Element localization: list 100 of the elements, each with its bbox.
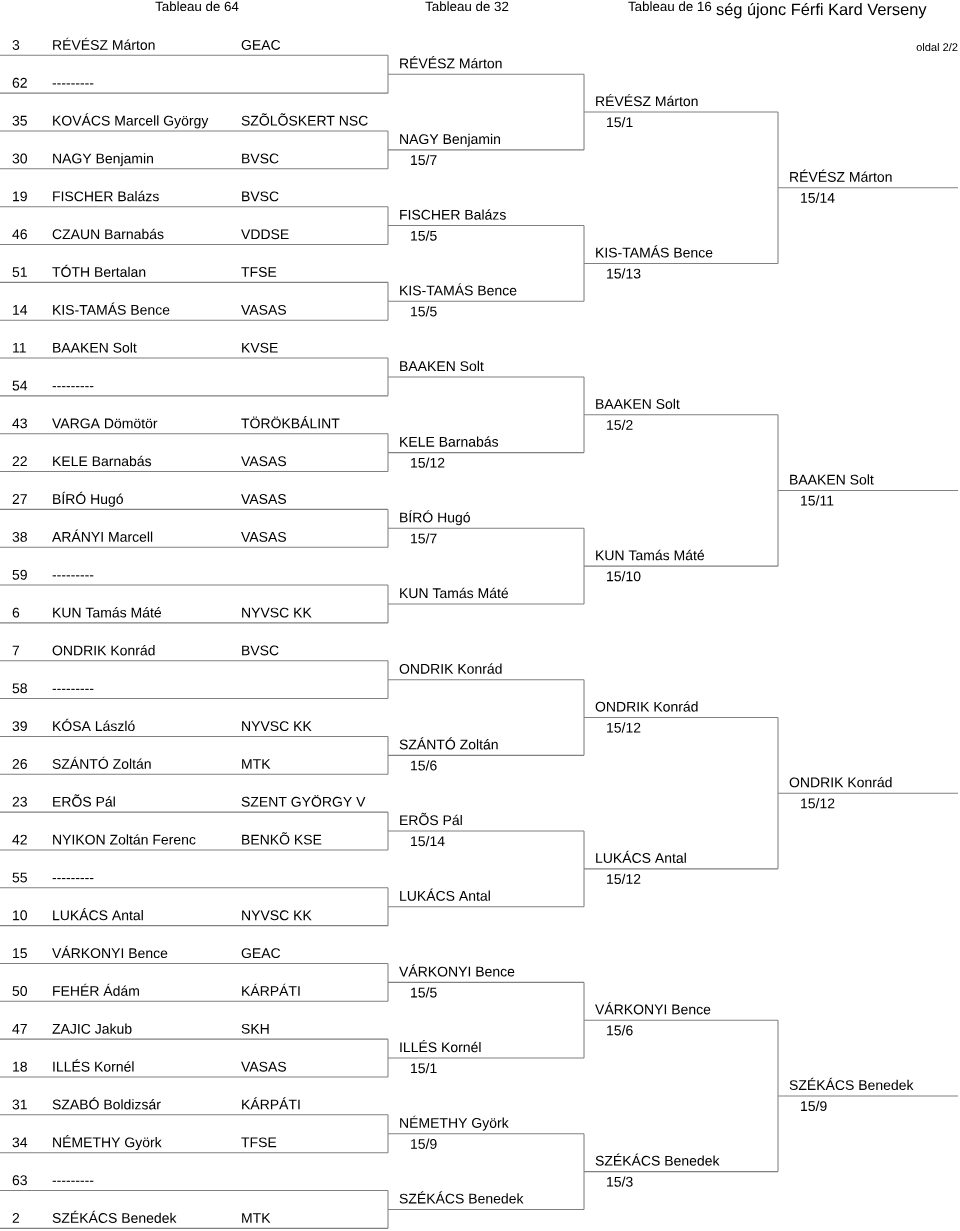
score: 15/3 — [607, 1176, 633, 1187]
fencer-name: SZÉKÁCS Benedek — [399, 1191, 524, 1204]
fencer-name: KIS-TAMÁS Bence — [400, 283, 517, 296]
score: 15/7 — [411, 533, 437, 544]
seed-number: 18 — [13, 1061, 27, 1072]
bracket-connector — [387, 1114, 389, 1135]
club-name: SZÕLÕSKERT NSC — [241, 113, 368, 126]
seed-number: 31 — [12, 1099, 27, 1110]
score: 15/5 — [411, 230, 437, 241]
bracket-connector — [387, 433, 389, 454]
bracket-connector — [777, 187, 779, 264]
score: 15/5 — [411, 987, 437, 998]
bracket-connector — [583, 1019, 585, 1059]
bracket-connector — [387, 54, 389, 75]
fencer-name: ONDRIK Konrád — [595, 701, 698, 712]
fencer-name: ERÕS Pál — [53, 794, 115, 807]
bracket-connector — [387, 452, 389, 473]
score: 15/12 — [607, 722, 641, 733]
bracket-connector — [387, 281, 389, 302]
club-name: TÖRÖKBÁLINT — [241, 416, 340, 429]
score: 15/6 — [411, 760, 437, 771]
club-name: TFSE — [241, 267, 277, 277]
fencer-name: NÉMETHY Györk — [53, 1135, 162, 1151]
fencer-name: SZABÓ Boldizsár — [52, 1097, 161, 1110]
column-heading: Tableau de 16 — [628, 1, 712, 12]
bye-dashes: --------- — [52, 688, 94, 690]
fencer-name: LUKÁCS Antal — [596, 850, 686, 863]
seed-number: 15 — [13, 948, 27, 959]
fencer-name: ILLÉS Kornél — [400, 1039, 481, 1053]
bracket-connector — [583, 111, 585, 151]
bracket-connector — [777, 1019, 779, 1097]
fencer-name: SZÉKÁCS Benedek — [789, 1077, 914, 1091]
seed-number: 39 — [12, 721, 27, 732]
fencer-name: ARÁNYI Marcell — [52, 529, 153, 542]
fencer-name: KUN Tamás Máté — [596, 549, 705, 561]
fencer-name: FISCHER Balázs — [400, 209, 506, 220]
fencer-name: RÉVÉSZ Márton — [790, 169, 892, 182]
score: 15/1 — [411, 1062, 437, 1074]
fencer-name: LUKÁCS Antal — [53, 908, 143, 921]
club-name: VASAS — [241, 1061, 286, 1072]
club-name: KVSE — [242, 342, 278, 353]
bye-dashes: --------- — [52, 83, 94, 85]
bracket-connector — [583, 225, 585, 264]
fencer-name: ONDRIK Konrád — [52, 644, 155, 656]
fencer-name: KELE Barnabás — [53, 455, 152, 467]
fencer-name: BÍRÓ Hugó — [400, 510, 470, 526]
fencer-name: ONDRIK Konrád — [789, 776, 892, 788]
page-number: oldal 2/2 — [916, 43, 958, 52]
bracket-connector — [387, 811, 389, 832]
bracket-connector — [583, 868, 585, 908]
bracket-connector — [777, 111, 779, 189]
score: 15/7 — [411, 154, 437, 166]
fencer-name: FEHÉR Ádám — [53, 983, 139, 996]
bracket-connector — [387, 1038, 389, 1059]
fencer-name: LUKÁCS Antal — [400, 888, 490, 901]
bye-dashes: --------- — [52, 878, 94, 880]
club-name: NYVSC KK — [242, 721, 312, 732]
fencer-name: TÓTH Bertalan — [52, 264, 146, 277]
club-name: MTK — [242, 759, 271, 769]
score: 15/9 — [801, 1100, 827, 1112]
seed-number: 46 — [12, 229, 27, 240]
fencer-name: FISCHER Balázs — [53, 190, 159, 202]
fencer-name: KELE Barnabás — [400, 436, 499, 447]
seed-number: 38 — [12, 531, 27, 542]
bracket-connector — [583, 679, 585, 719]
club-name: VDDSE — [241, 229, 289, 240]
fencer-name: CZAUN Barnabás — [52, 228, 164, 240]
bracket-connector — [387, 225, 389, 246]
bracket-connector — [387, 584, 389, 605]
club-name: VASAS — [241, 494, 286, 505]
score: 15/2 — [607, 419, 633, 430]
bracket-connector — [583, 1171, 585, 1210]
bracket-connector — [583, 262, 585, 302]
seed-number: 22 — [12, 456, 27, 467]
fencer-name: BAAKEN Solt — [53, 342, 137, 353]
fencer-name: RÉVÉSZ Márton — [53, 37, 155, 50]
score: 15/11 — [801, 495, 834, 506]
bracket-connector — [387, 357, 389, 378]
bracket-connector — [387, 73, 389, 94]
column-heading: Tableau de 64 — [155, 1, 239, 12]
fencer-name: KUN Tamás Máté — [400, 587, 509, 599]
club-name: KÁRPÁTI — [242, 983, 300, 996]
fencer-name: ZAJIC Jakub — [52, 1023, 132, 1034]
fencer-name: VÁRKONYI Bence — [595, 1002, 711, 1015]
score: 15/14 — [801, 192, 835, 203]
score: 15/9 — [411, 1138, 437, 1149]
seed-number: 34 — [12, 1137, 28, 1148]
bracket-connector — [777, 414, 779, 491]
score: 15/6 — [607, 1025, 633, 1036]
bracket-connector — [387, 754, 389, 775]
bracket-connector — [387, 906, 389, 927]
bracket-connector — [387, 206, 389, 227]
seed-number: 63 — [12, 1175, 27, 1186]
club-name: MTK — [242, 1213, 271, 1223]
bracket-connector — [387, 1208, 389, 1229]
bye-dashes: --------- — [52, 1180, 94, 1182]
bracket-connector — [387, 1190, 389, 1210]
seed-number: 14 — [13, 305, 28, 315]
bracket-connector — [387, 981, 389, 1002]
score: 15/12 — [801, 798, 835, 809]
